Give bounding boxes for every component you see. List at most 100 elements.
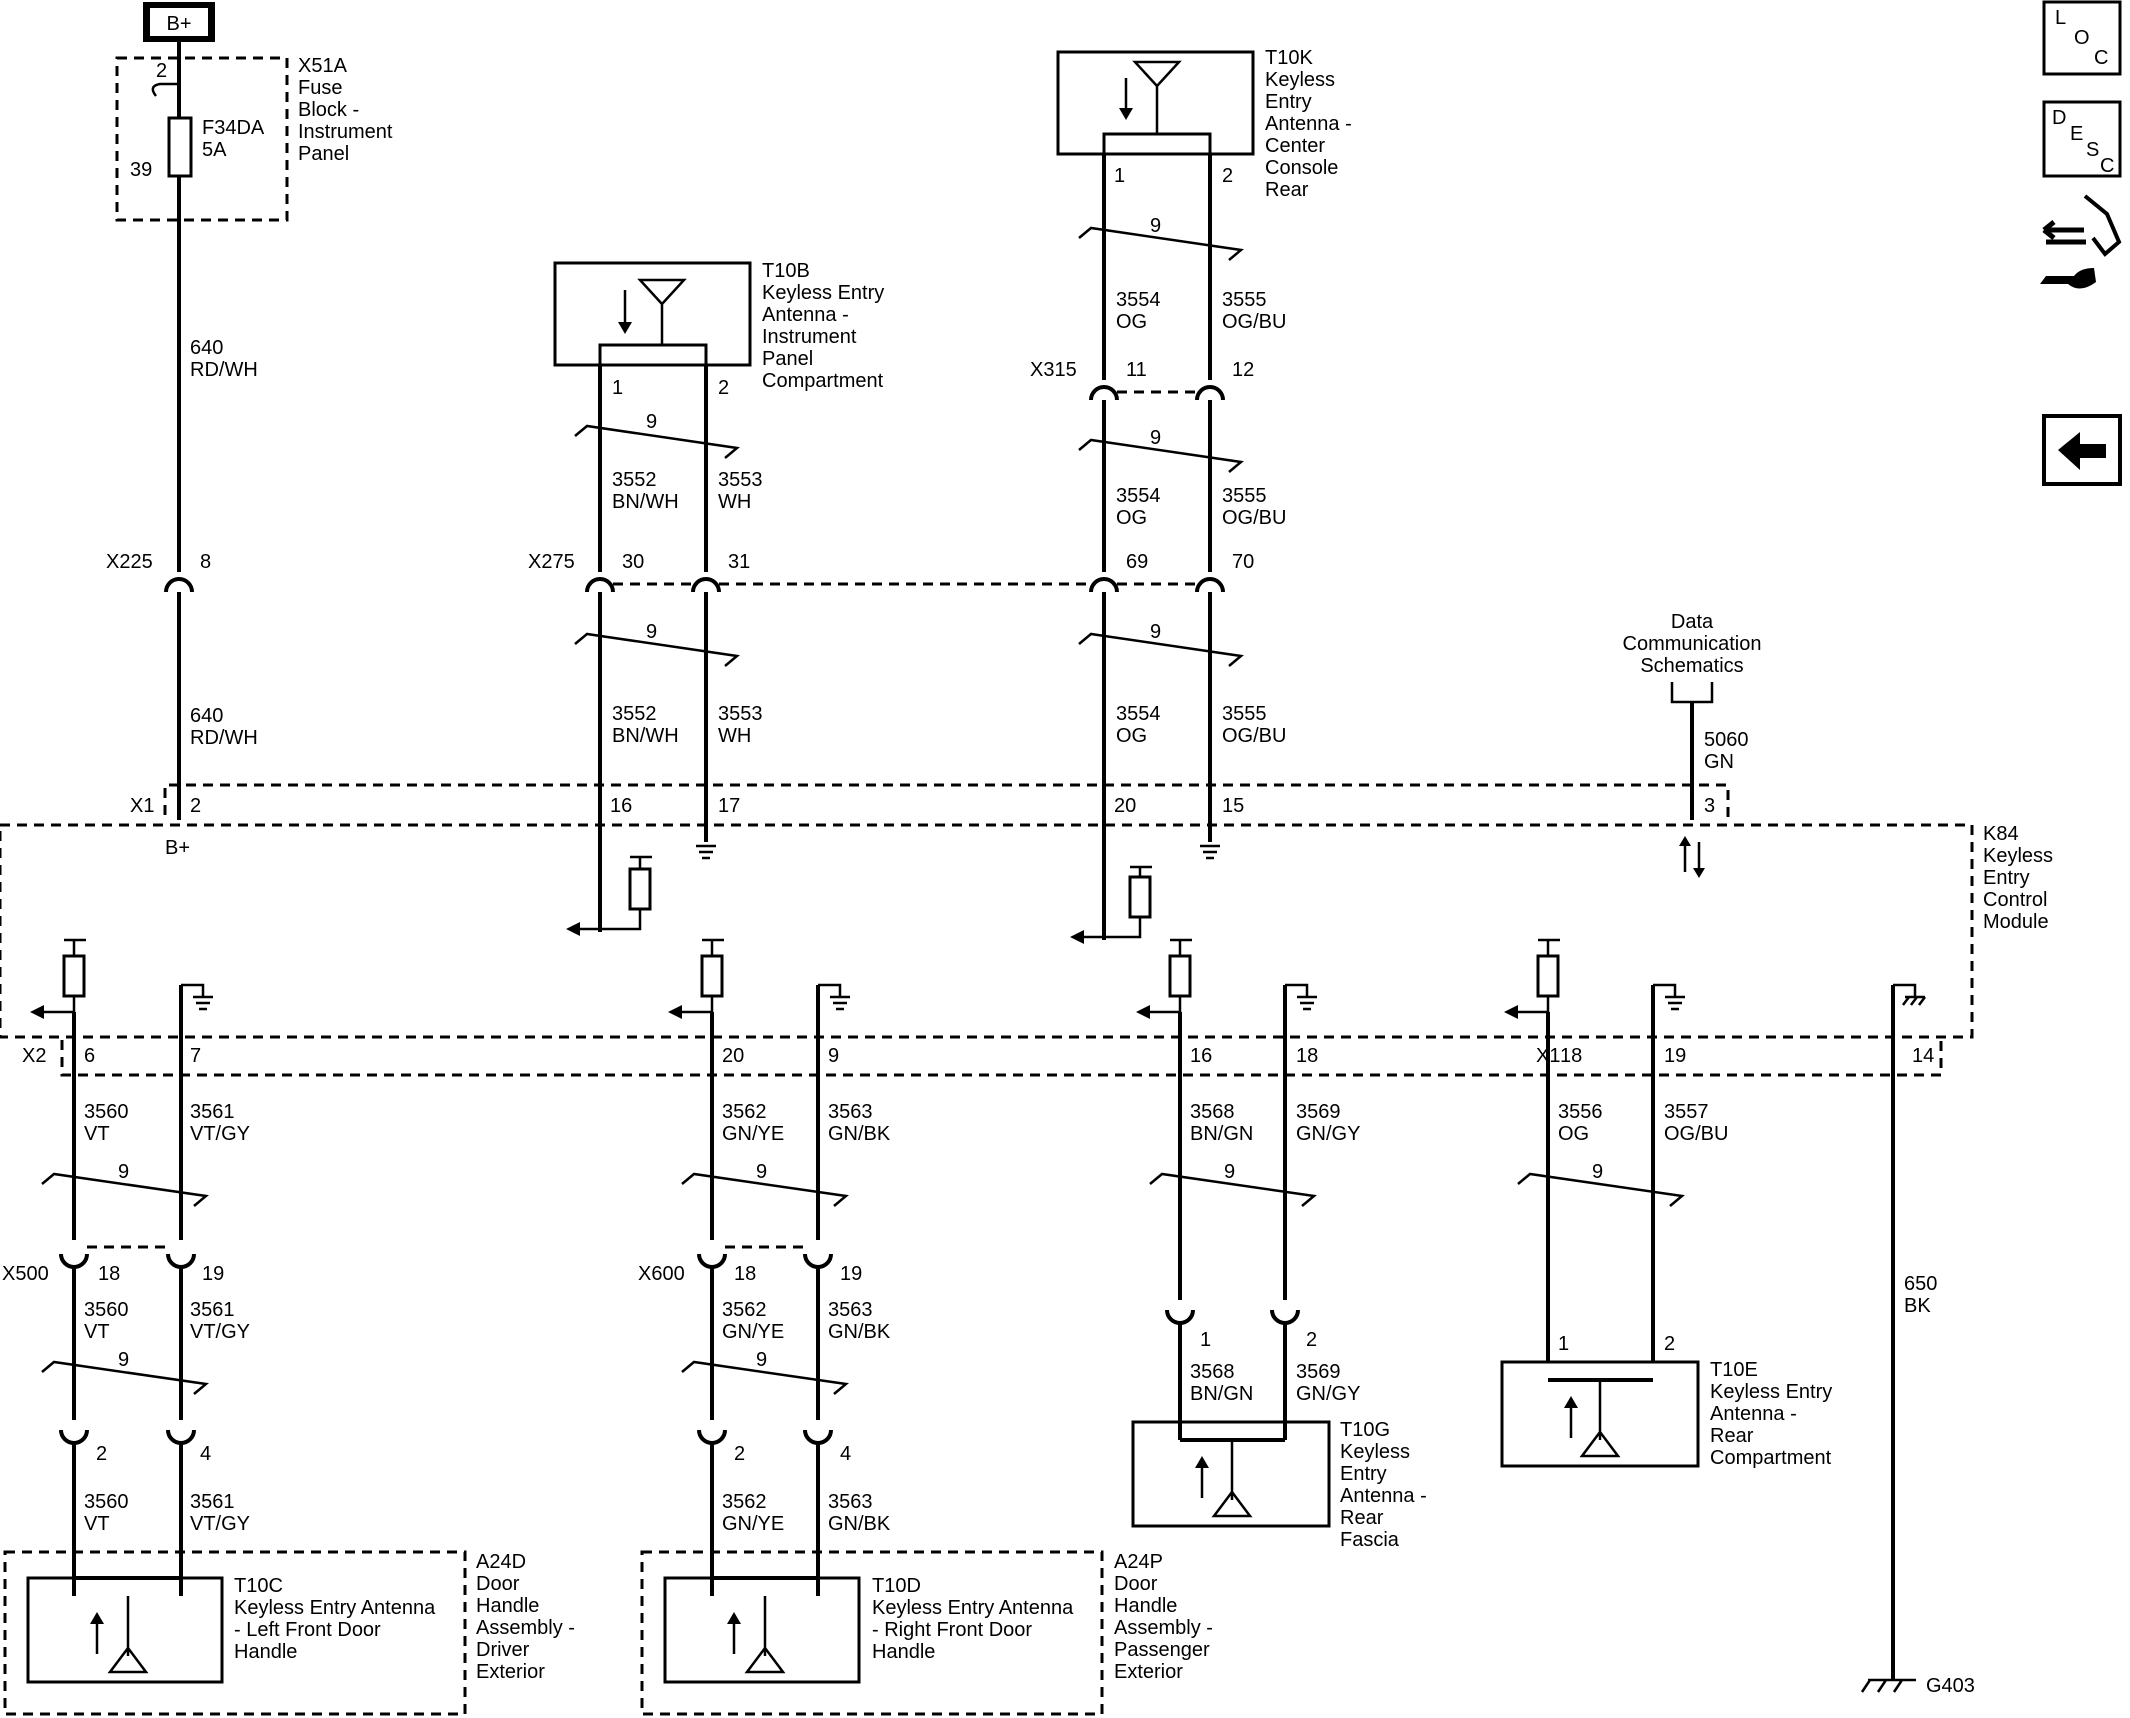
module-name: K84 — [1983, 823, 2019, 845]
svg-text:18: 18 — [734, 1263, 756, 1285]
svg-text:BN/WH: BN/WH — [612, 491, 679, 513]
svg-text:2: 2 — [734, 1443, 745, 1465]
antenna-icon — [637, 278, 687, 345]
fuse-icon — [167, 116, 193, 178]
svg-text:Assembly -: Assembly - — [1114, 1617, 1213, 1639]
svg-text:Passenger: Passenger — [1114, 1639, 1210, 1661]
svg-text:Block -: Block - — [298, 99, 359, 121]
connector-repair-icon[interactable] — [2040, 194, 2122, 289]
svg-text:Assembly -: Assembly - — [476, 1617, 575, 1639]
arrow-up-icon — [1195, 1456, 1209, 1468]
svg-text:T10B: T10B — [762, 260, 810, 282]
svg-text:GN/YE: GN/YE — [722, 1321, 784, 1343]
svg-text:19: 19 — [202, 1263, 224, 1285]
svg-text:1: 1 — [1200, 1329, 1211, 1351]
connector-x600: X600 — [638, 1263, 685, 1285]
svg-text:A24P: A24P — [1114, 1551, 1163, 1573]
svg-text:Communication: Communication — [1623, 633, 1762, 655]
svg-text:Door: Door — [1114, 1573, 1158, 1595]
t10d-circuit: 20 9 3562 GN/YE 3563 GN/BK 9 X600 18 19 … — [638, 938, 1213, 1716]
svg-text:Compartment: Compartment — [1710, 1447, 1832, 1469]
svg-text:OG: OG — [1116, 507, 1147, 529]
connector-x1-lower: X1 — [1536, 1045, 1560, 1067]
svg-text:9: 9 — [1150, 215, 1161, 237]
svg-text:Instrument: Instrument — [762, 326, 857, 348]
svg-text:3560: 3560 — [84, 1101, 129, 1123]
svg-text:9: 9 — [756, 1161, 767, 1183]
svg-text:Handle: Handle — [1114, 1595, 1177, 1617]
svg-text:9: 9 — [1150, 427, 1161, 449]
svg-text:16: 16 — [610, 795, 632, 817]
svg-text:3562: 3562 — [722, 1491, 767, 1513]
svg-text:2: 2 — [190, 795, 201, 817]
power-label: B+ — [166, 13, 191, 35]
svg-text:GN/BK: GN/BK — [828, 1123, 891, 1145]
svg-text:VT: VT — [84, 1123, 110, 1145]
svg-text:T10K: T10K — [1265, 47, 1313, 69]
fuse-id: F34DA — [202, 117, 265, 139]
svg-text:18: 18 — [1560, 1045, 1582, 1067]
svg-text:- Right Front Door: - Right Front Door — [872, 1619, 1032, 1641]
arrow-down-icon — [618, 322, 632, 334]
svg-text:OG: OG — [1116, 311, 1147, 333]
svg-text:3560: 3560 — [84, 1491, 129, 1513]
svg-text:3562: 3562 — [722, 1299, 767, 1321]
svg-text:D: D — [2052, 107, 2066, 129]
k84-module: X1 2 B+ K84 Keyless Entry Control Module — [0, 783, 2053, 1039]
svg-text:4: 4 — [200, 1443, 211, 1465]
svg-text:A24D: A24D — [476, 1551, 526, 1573]
arrow-left-icon — [1504, 1005, 1518, 1019]
svg-text:3552: 3552 — [612, 703, 657, 725]
back-button[interactable] — [2042, 414, 2122, 486]
svg-text:9: 9 — [1592, 1161, 1603, 1183]
connector-x2: X2 — [22, 1045, 46, 1067]
svg-text:9: 9 — [756, 1349, 767, 1371]
svg-text:Keyless: Keyless — [1340, 1441, 1410, 1463]
fuse-block-name: X51A — [298, 55, 348, 77]
svg-text:3552: 3552 — [612, 469, 657, 491]
arrow-left-icon — [2058, 432, 2106, 470]
svg-text:Exterior: Exterior — [476, 1661, 545, 1683]
svg-text:Keyless Entry: Keyless Entry — [762, 282, 884, 304]
ground-icon — [818, 983, 850, 1011]
svg-text:3554: 3554 — [1116, 485, 1161, 507]
svg-text:VT/GY: VT/GY — [190, 1123, 250, 1145]
svg-text:Antenna -: Antenna - — [1340, 1485, 1427, 1507]
svg-text:Entry: Entry — [1340, 1463, 1387, 1485]
svg-text:GN/YE: GN/YE — [722, 1513, 784, 1535]
svg-text:3553: 3553 — [718, 469, 763, 491]
svg-text:Fuse: Fuse — [298, 77, 342, 99]
bidirectional-arrow-icon — [1679, 836, 1705, 878]
arrow-up-icon — [727, 1612, 741, 1624]
svg-text:Control: Control — [1983, 889, 2047, 911]
svg-text:Handle: Handle — [234, 1641, 297, 1663]
svg-text:3562: 3562 — [722, 1101, 767, 1123]
svg-text:9: 9 — [646, 411, 657, 433]
arrow-down-icon — [1119, 108, 1133, 120]
svg-text:VT: VT — [84, 1321, 110, 1343]
svg-text:T10G: T10G — [1340, 1419, 1390, 1441]
ground-icon — [1200, 844, 1220, 860]
svg-text:T10E: T10E — [1710, 1359, 1758, 1381]
svg-text:3561: 3561 — [190, 1299, 235, 1321]
description-button[interactable]: D E S C — [2042, 100, 2122, 178]
svg-text:Fascia: Fascia — [1340, 1529, 1400, 1551]
svg-text:12: 12 — [1232, 359, 1254, 381]
svg-text:7: 7 — [190, 1045, 201, 1067]
svg-text:14: 14 — [1912, 1045, 1934, 1067]
svg-text:3554: 3554 — [1116, 289, 1161, 311]
svg-text:VT: VT — [84, 1513, 110, 1535]
svg-text:3563: 3563 — [828, 1101, 873, 1123]
location-button[interactable]: L O C — [2042, 0, 2122, 76]
svg-text:WH: WH — [718, 491, 751, 513]
svg-text:C: C — [2100, 155, 2114, 177]
svg-text:Exterior: Exterior — [1114, 1661, 1183, 1683]
svg-text:Rear: Rear — [1265, 179, 1309, 201]
ground-circuit: 14 650 BK G403 — [1860, 983, 1975, 1697]
svg-text:GN: GN — [1704, 751, 1734, 773]
svg-text:1: 1 — [1558, 1333, 1569, 1355]
svg-text:OG/BU: OG/BU — [1222, 507, 1286, 529]
svg-text:3561: 3561 — [190, 1491, 235, 1513]
svg-text:BK: BK — [1904, 1295, 1931, 1317]
